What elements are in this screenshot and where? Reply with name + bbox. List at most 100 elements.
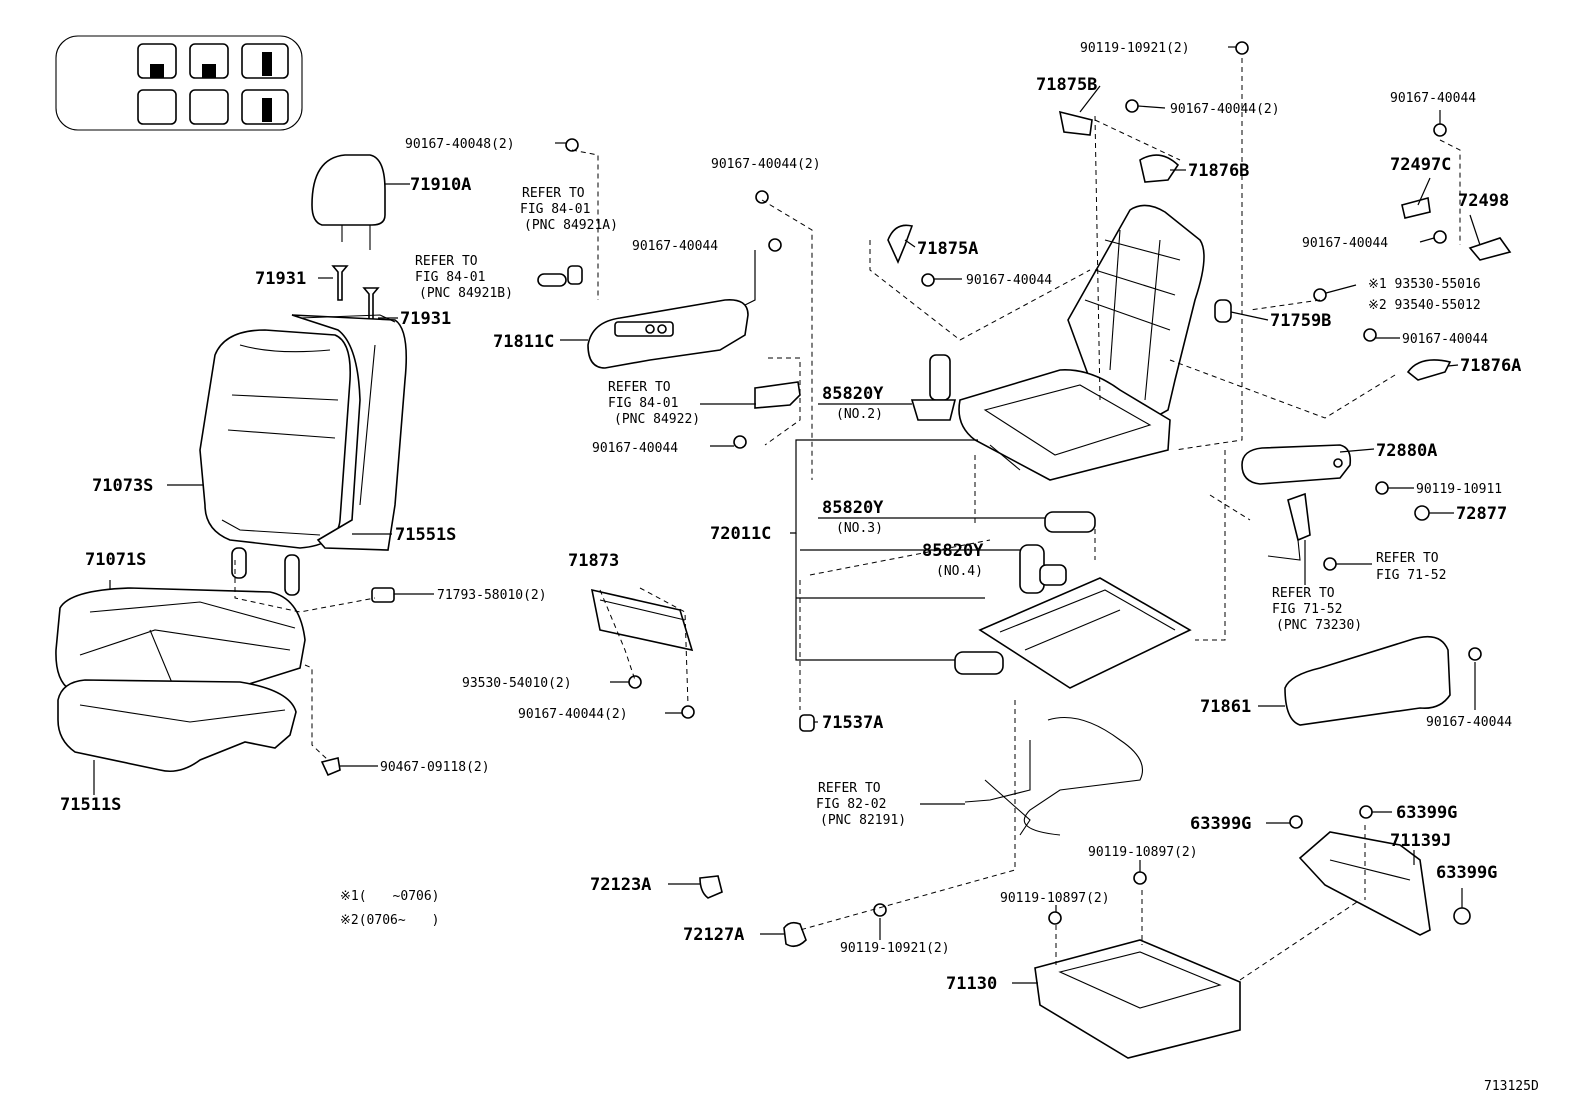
label-no4: (NO.4) xyxy=(936,564,983,579)
label-71793-58010: 71793-58010(2) xyxy=(437,588,547,603)
label-93530-54010: 93530-54010(2) xyxy=(462,676,572,691)
refer-line: FIG 84-01 xyxy=(415,270,485,285)
headrest-guides-71931 xyxy=(331,265,380,323)
refer-line: (PNC 82191) xyxy=(820,813,906,828)
clip-71793 xyxy=(371,587,395,603)
label-63399G-c: 63399G xyxy=(1436,863,1497,883)
refer-note-84921A: REFER TO FIG 84-01 (PNC 84921A) xyxy=(520,186,618,233)
cap-72877 xyxy=(1414,505,1430,521)
label-90167-40048: 90167-40048(2) xyxy=(405,137,515,152)
label-71875A: 71875A xyxy=(917,239,978,259)
label-90167-40044-f: 90167-40044 xyxy=(1402,332,1488,347)
label-63399G-b: 63399G xyxy=(1396,803,1457,823)
seatback-cover-71073S xyxy=(199,329,352,596)
seatback-frame xyxy=(1067,204,1205,421)
refer-line: REFER TO xyxy=(818,781,881,796)
label-71139J: 71139J xyxy=(1390,831,1451,851)
refer-line: FIG 84-01 xyxy=(520,202,590,217)
label-72123A: 72123A xyxy=(590,875,651,895)
refer-note-82191: REFER TO FIG 82-02 (PNC 82191) xyxy=(816,781,906,828)
refer-line: FIG 84-01 xyxy=(608,396,678,411)
storage-tray-71130 xyxy=(1034,939,1241,1059)
label-71759B: 71759B xyxy=(1270,311,1331,331)
screws-right xyxy=(873,41,1482,925)
label-85820Y-no2: 85820Y xyxy=(822,384,884,404)
bracket-84922 xyxy=(754,381,801,409)
refer-line: (PNC 84922) xyxy=(614,412,700,427)
cover-71876A xyxy=(1406,359,1452,381)
assembly-dashed-lines xyxy=(234,58,1476,981)
label-90167-40044-2c: 90167-40044(2) xyxy=(1170,102,1280,117)
cap-71537A xyxy=(799,714,815,732)
label-63399G-a: 63399G xyxy=(1190,814,1251,834)
refer-note-73230: REFER TO FIG 71-52 (PNC 73230) xyxy=(1272,586,1362,633)
footnote-2: ※2(0706~ ) xyxy=(340,913,440,928)
label-71071S: 71071S xyxy=(85,550,146,570)
refer-notes: REFER TO FIG 84-01 (PNC 84921A) REFER TO… xyxy=(415,186,1446,828)
cover-72498 xyxy=(1468,237,1512,261)
refer-line: REFER TO xyxy=(415,254,478,269)
cushion-frame xyxy=(958,369,1171,481)
switch-84921A xyxy=(567,265,583,285)
cap-72127A xyxy=(783,921,807,948)
refer-line: REFER TO xyxy=(608,380,671,395)
label-71876B: 71876B xyxy=(1188,161,1249,181)
label-72877: 72877 xyxy=(1456,504,1507,524)
refer-note-71-52: REFER TO FIG 71-52 xyxy=(1376,551,1446,583)
seatback-pad-71551S xyxy=(291,314,408,551)
label-90119-10897-b: 90119-10897(2) xyxy=(1000,891,1110,906)
refer-line: (PNC 84921B) xyxy=(419,286,513,301)
label-71931-a: 71931 xyxy=(255,269,306,289)
cover-71875A xyxy=(887,224,914,265)
label-85820Y-no3: 85820Y xyxy=(822,498,884,518)
label-no3: (NO.3) xyxy=(836,521,883,536)
label-93530-55016: ※1 93530-55016 xyxy=(1368,277,1481,292)
label-71537A: 71537A xyxy=(822,713,883,733)
motor-85820Y-no2 xyxy=(910,354,957,421)
label-90119-10911: 90119-10911 xyxy=(1416,482,1502,497)
label-90167-40044-e: 90167-40044 xyxy=(1302,236,1388,251)
refer-line: FIG 82-02 xyxy=(816,797,886,812)
figure-code: 713125D xyxy=(1484,1079,1539,1094)
label-90167-40044-2b: 90167-40044(2) xyxy=(518,707,628,722)
label-71873: 71873 xyxy=(568,551,619,571)
label-90167-40044-b: 90167-40044 xyxy=(592,441,678,456)
label-71073S: 71073S xyxy=(92,476,153,496)
headrest-71910A xyxy=(311,154,386,250)
label-90119-10921-a: 90119-10921(2) xyxy=(1080,41,1190,56)
vehicle-seat-locator xyxy=(55,35,303,131)
label-90167-40044-a: 90167-40044 xyxy=(632,239,718,254)
refer-line: REFER TO xyxy=(1272,586,1335,601)
trim-cover-71873 xyxy=(590,588,694,652)
label-90167-40044-g: 90167-40044 xyxy=(1426,715,1512,730)
label-90167-40044-d: 90167-40044 xyxy=(1390,91,1476,106)
label-72880A: 72880A xyxy=(1376,441,1437,461)
label-90119-10921-b: 90119-10921(2) xyxy=(840,941,950,956)
seatbelt-buckle-73230 xyxy=(1267,492,1311,561)
label-71551S: 71551S xyxy=(395,525,456,545)
wire-harness-82191 xyxy=(964,716,1144,836)
screws-center xyxy=(565,138,782,719)
label-71130: 71130 xyxy=(946,974,997,994)
label-90167-40044-2a: 90167-40044(2) xyxy=(711,157,821,172)
label-no2: (NO.2) xyxy=(836,407,883,422)
refer-line: (PNC 73230) xyxy=(1276,618,1362,633)
label-85820Y-no4: 85820Y xyxy=(922,541,984,561)
label-71511S: 71511S xyxy=(60,795,121,815)
label-72498: 72498 xyxy=(1458,191,1509,211)
label-93540-55012: ※2 93540-55012 xyxy=(1368,298,1481,313)
label-71910A: 71910A xyxy=(410,175,471,195)
cover-71875B xyxy=(1058,110,1093,136)
label-90119-10897-a: 90119-10897(2) xyxy=(1088,845,1198,860)
clip-90467 xyxy=(320,757,341,777)
cap-72123A xyxy=(699,875,723,899)
label-90467-09118: 90467-09118(2) xyxy=(380,760,490,775)
armrest-pad-72880A xyxy=(1241,444,1352,485)
refer-line: REFER TO xyxy=(1376,551,1439,566)
label-71861: 71861 xyxy=(1200,697,1251,717)
label-71876A: 71876A xyxy=(1460,356,1521,376)
label-72497C: 72497C xyxy=(1390,155,1451,175)
cover-71876B xyxy=(1139,154,1180,183)
footnote-1: ※1( ~0706) xyxy=(340,889,440,904)
